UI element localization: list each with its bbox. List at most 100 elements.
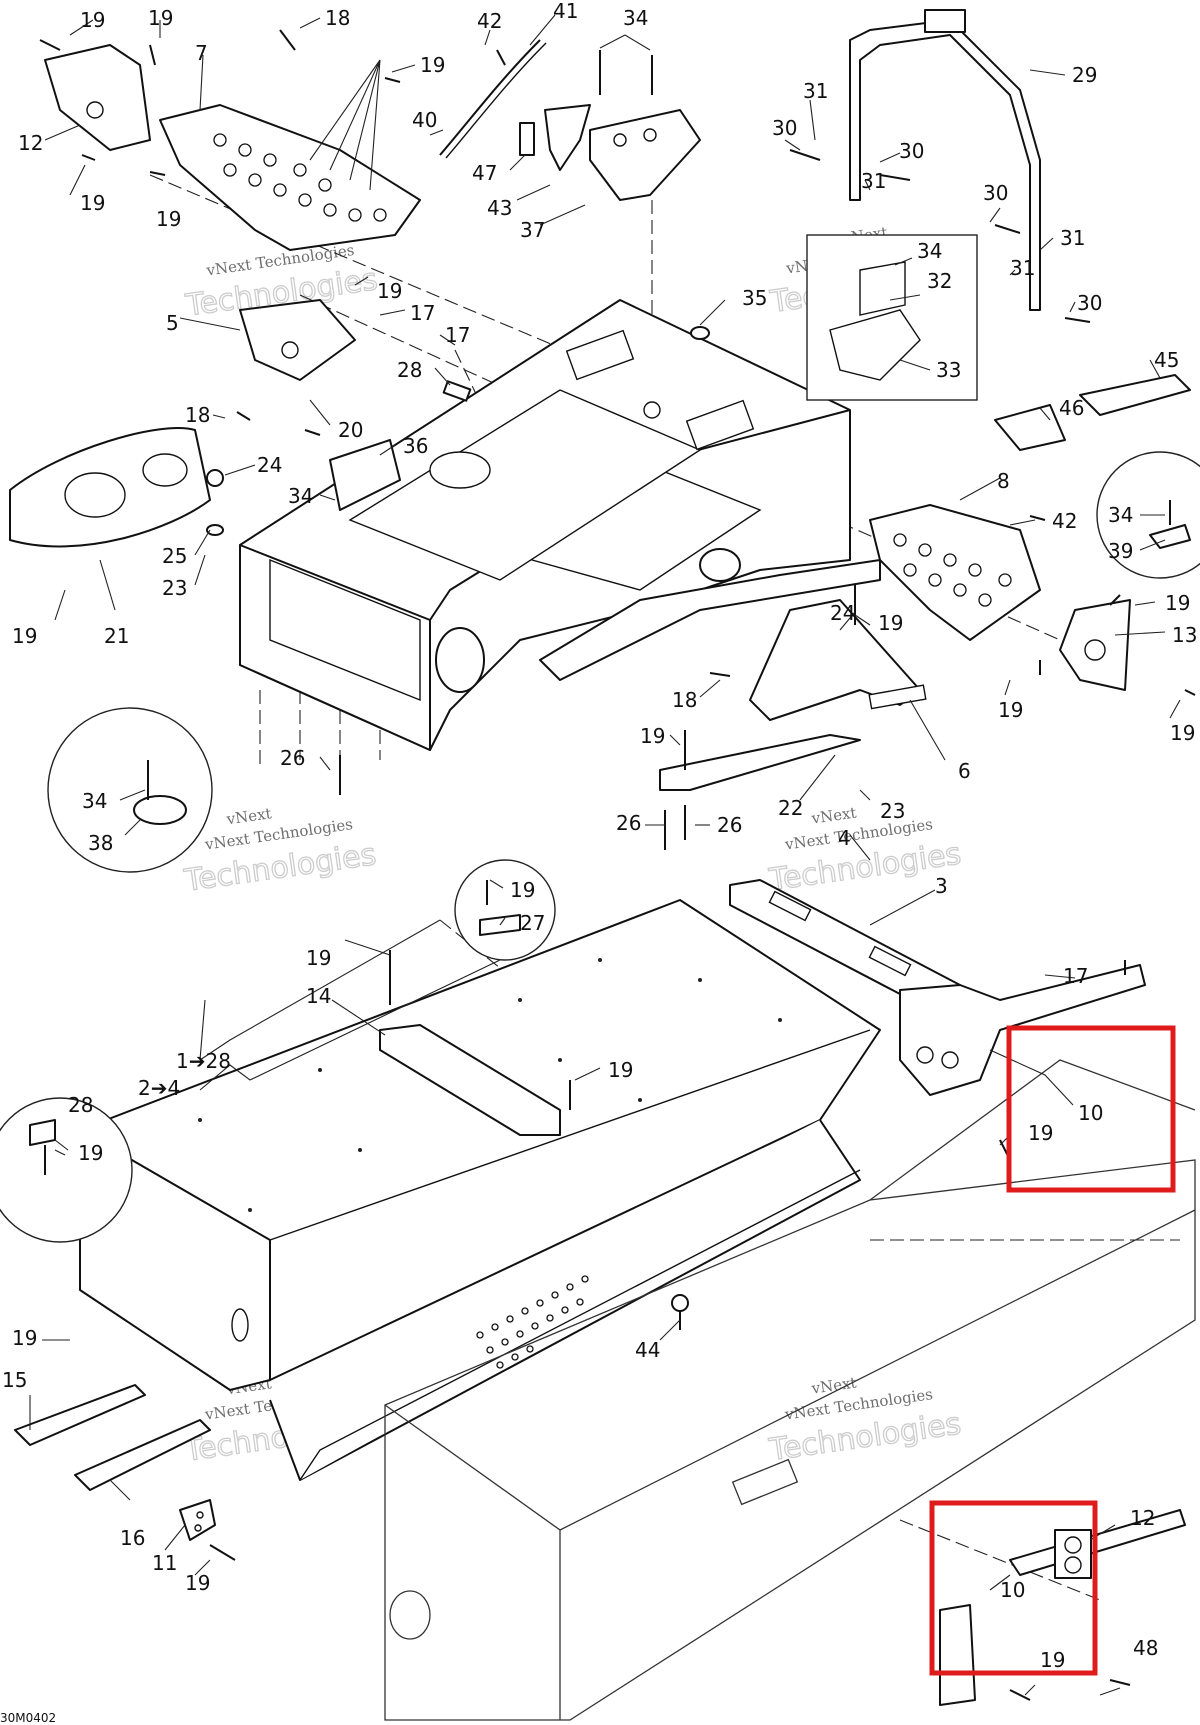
part-mount-6: [749, 599, 927, 721]
part-bracket-46: [994, 404, 1066, 451]
callout-17: 17: [1063, 964, 1088, 988]
callout-15: 15: [2, 1368, 27, 1392]
part-bolt-44: [671, 1294, 689, 1330]
callout-20: 20: [338, 418, 363, 442]
callout-30: 30: [899, 139, 924, 163]
drawing-code: 30M0402: [0, 1711, 56, 1725]
part-bracket-37: [589, 109, 701, 201]
callout-44: 44: [635, 1338, 660, 1362]
callout-30: 30: [983, 181, 1008, 205]
highlight-box-lower-part-10: [929, 1500, 1098, 1676]
part-step-45: [1079, 374, 1191, 416]
part-washer-35: [690, 326, 710, 340]
part-nut-24-25: [206, 469, 224, 536]
upper-frame-chassis: [239, 299, 881, 751]
part-heat-shield-21: [9, 427, 211, 548]
callout-19: 19: [878, 611, 903, 635]
callout-10: 10: [1078, 1101, 1103, 1125]
callout-7: 7: [195, 41, 208, 65]
callout-14: 14: [306, 984, 331, 1008]
callout-31: 31: [803, 79, 828, 103]
callout-8: 8: [997, 469, 1010, 493]
callout-19: 19: [1040, 1648, 1065, 1672]
callout-19: 19: [12, 1326, 37, 1350]
callout-10: 10: [1000, 1578, 1025, 1602]
callout-17: 17: [445, 323, 470, 347]
part-footrest-left-7: [159, 104, 421, 251]
callout-28: 28: [397, 358, 422, 382]
callout-33: 33: [936, 358, 961, 382]
watermark-line1: vNext: [225, 804, 273, 828]
callout-26: 26: [616, 811, 641, 835]
callout-19: 19: [1170, 721, 1195, 745]
callout-2-to-4: 2➔4: [138, 1076, 180, 1100]
part-bracket-13: [1059, 599, 1131, 691]
callout-41: 41: [553, 0, 578, 23]
callout-31: 31: [861, 169, 886, 193]
part-brace-22: [659, 734, 861, 791]
callout-42: 42: [477, 9, 502, 33]
callout-19: 19: [78, 1141, 103, 1165]
part-bracket-14: [379, 1024, 561, 1136]
callout-22: 22: [778, 796, 803, 820]
detail-circle-19-27: [454, 859, 556, 961]
part-clip-47: [519, 122, 535, 156]
callout-34: 34: [1108, 503, 1133, 527]
callout-34: 34: [288, 484, 313, 508]
callout-26: 26: [280, 746, 305, 770]
part-plate-11: [179, 1499, 216, 1541]
callout-12: 12: [1130, 1506, 1155, 1530]
callout-19: 19: [510, 878, 535, 902]
callout-18: 18: [672, 688, 697, 712]
callout-18: 18: [185, 403, 210, 427]
callout-23: 23: [880, 799, 905, 823]
highlight-boxes: [929, 1025, 1176, 1676]
callout-32: 32: [927, 269, 952, 293]
callout-19: 19: [377, 279, 402, 303]
detail-circle-28-19: [0, 1097, 133, 1243]
callout-30: 30: [1077, 291, 1102, 315]
callout-36: 36: [403, 434, 428, 458]
callout-43: 43: [487, 196, 512, 220]
callout-6: 6: [958, 759, 971, 783]
callout-29: 29: [1072, 63, 1097, 87]
part-runner-10-upper: [899, 964, 1146, 1096]
callout-30: 30: [772, 116, 797, 140]
callout-4: 4: [838, 826, 851, 850]
highlight-box-upper-part-10: [1006, 1025, 1176, 1193]
callout-23: 23: [162, 576, 187, 600]
detail-circle-34-38: [47, 707, 213, 873]
callout-24: 24: [830, 601, 855, 625]
callout-39: 39: [1108, 539, 1133, 563]
part-bolt-28: [442, 380, 472, 402]
callout-45: 45: [1154, 348, 1179, 372]
callout-13: 13: [1172, 623, 1197, 647]
watermark-line1: vNext: [810, 1374, 858, 1398]
callout-18: 18: [325, 6, 350, 30]
callout-37: 37: [520, 218, 545, 242]
callout-21: 21: [104, 624, 129, 648]
callout-19: 19: [80, 191, 105, 215]
callout-1-to-28: 1➔28: [176, 1049, 231, 1073]
callout-19: 19: [148, 6, 173, 30]
callout-47: 47: [472, 161, 497, 185]
lower-tunnel: [71, 899, 881, 1481]
callout-42: 42: [1052, 509, 1077, 533]
callout-11: 11: [152, 1551, 177, 1575]
rear-ghost-tunnel: [384, 1059, 1196, 1721]
callout-19: 19: [420, 53, 445, 77]
part-bracket-36: [329, 439, 401, 511]
part-footrest-right-8: [869, 504, 1041, 641]
callout-27: 27: [520, 911, 545, 935]
part-harness-40-41: [439, 39, 547, 159]
part-angle-15: [14, 1384, 146, 1446]
callout-48: 48: [1133, 1636, 1158, 1660]
callout-19: 19: [1028, 1121, 1053, 1145]
callout-12: 12: [18, 131, 43, 155]
callout-3: 3: [935, 874, 948, 898]
callout-19: 19: [1165, 591, 1190, 615]
callout-19: 19: [306, 946, 331, 970]
part-angle-16: [74, 1419, 211, 1491]
callout-31: 31: [1060, 226, 1085, 250]
